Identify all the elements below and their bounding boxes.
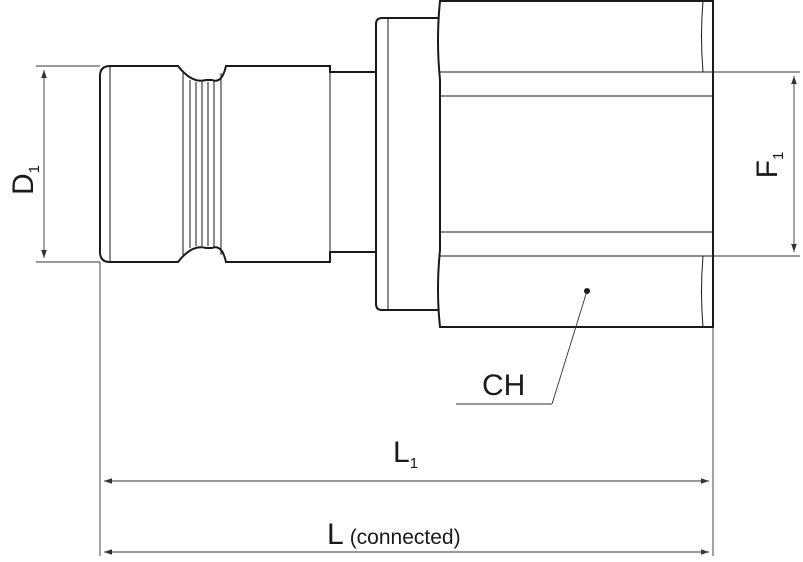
label-d1: D1 <box>7 165 43 195</box>
leader-ch: CH <box>456 288 590 405</box>
plug-outline <box>99 0 714 328</box>
hex-body <box>437 0 714 328</box>
plug-nose <box>99 65 377 263</box>
dimension-d1: D1 <box>7 65 100 263</box>
label-l1: L1 <box>393 436 418 472</box>
label-ch: CH <box>482 369 525 402</box>
flange-collar <box>375 17 441 311</box>
label-l: L(connected) <box>327 518 461 551</box>
label-f1: F1 <box>751 152 787 179</box>
dimension-l1: L1 <box>99 262 714 556</box>
dimension-f1: F1 <box>713 71 800 257</box>
dimension-l: L(connected) <box>104 518 709 555</box>
